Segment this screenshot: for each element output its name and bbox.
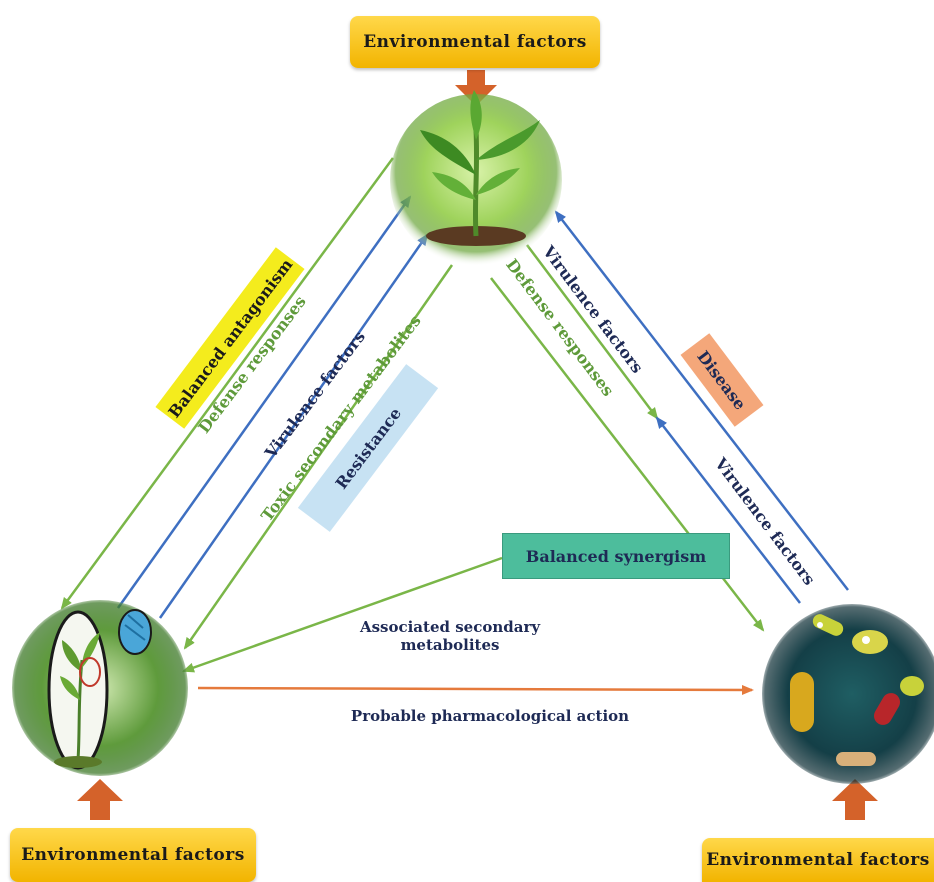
pharmacological-action-label: Probable pharmacological action — [350, 707, 630, 725]
env-factors-right: Environmental factors — [702, 838, 934, 882]
arrow-virulence-right-top — [526, 244, 659, 420]
arrow-pharmacological — [197, 684, 754, 695]
associated-metabolites-line1: Associated secondary — [359, 618, 541, 636]
pathogen-bacteria-image — [762, 604, 934, 784]
arrow-synergism — [182, 556, 503, 673]
plant-seedling-image — [390, 90, 562, 266]
env-factors-right-label: Environmental factors — [706, 850, 930, 870]
arrow-virulence-left — [116, 195, 412, 609]
arrow-defense-left — [60, 157, 395, 610]
arrow-virulence-right-bottom — [655, 416, 801, 604]
env-arrow-right — [832, 779, 878, 820]
env-factors-left: Environmental factors — [10, 828, 256, 882]
associated-metabolites: Associated secondary metabolites — [330, 618, 570, 654]
endophyte-plant-image — [12, 600, 188, 776]
pharmacological-action: Probable pharmacological action — [300, 707, 680, 725]
balanced-synergism-tag: Balanced synergism — [502, 533, 730, 579]
env-arrow-top — [455, 70, 497, 106]
arrow-toxic-metabolites — [183, 264, 454, 650]
associated-metabolites-line2: metabolites — [400, 636, 500, 654]
arrow-virulence-right-up — [554, 210, 849, 591]
env-factors-top: Environmental factors — [350, 16, 600, 68]
env-factors-top-label: Environmental factors — [363, 32, 587, 52]
balanced-synergism-label: Balanced synergism — [525, 546, 707, 566]
env-arrow-left — [77, 779, 123, 820]
arrow-virulence-left-2 — [158, 233, 429, 619]
env-factors-left-label: Environmental factors — [21, 845, 245, 865]
